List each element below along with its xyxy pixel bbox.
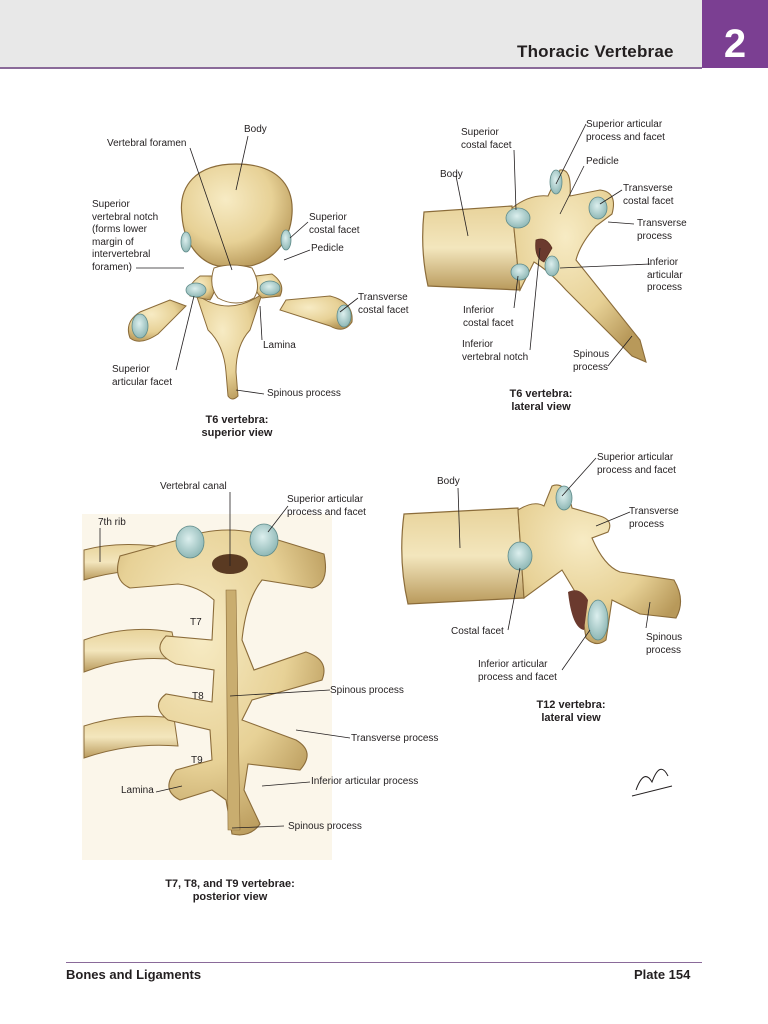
label-transverse-costal-facet: Transverse costal facet bbox=[358, 292, 409, 316]
label-inferior-costal-facet: Inferior costal facet bbox=[463, 305, 514, 329]
label-spinous-process: Spinous process bbox=[573, 349, 610, 373]
label-spinous-process-lower: Spinous process bbox=[288, 821, 362, 832]
label-spinous-process: Spinous process bbox=[267, 388, 341, 399]
t12-lateral-drawing bbox=[401, 484, 682, 645]
label-transverse-costal-facet: Transverse costal facet bbox=[623, 183, 674, 207]
t6-superior-drawing bbox=[127, 163, 353, 400]
label-body: Body bbox=[440, 169, 463, 180]
label-inferior-articular-process: Inferior articular process bbox=[311, 776, 419, 787]
caption-t12-lateral: T12 vertebra: lateral view bbox=[536, 699, 606, 724]
label-vertebral-canal: Vertebral canal bbox=[160, 481, 227, 492]
label-t7: T7 bbox=[190, 617, 202, 628]
footer-section: Bones and Ligaments bbox=[66, 967, 202, 982]
label-superior-costal-facet: Superior costal facet bbox=[461, 127, 512, 151]
label-transverse-process: Transverse process bbox=[637, 218, 687, 242]
label-7th-rib: 7th rib bbox=[98, 517, 126, 528]
footer-plate: Plate 154 bbox=[634, 967, 691, 982]
label-spinous-process: Spinous process bbox=[646, 632, 683, 656]
label-pedicle: Pedicle bbox=[586, 156, 619, 167]
chapter-number: 2 bbox=[702, 0, 768, 68]
t789-posterior-drawing bbox=[82, 514, 332, 860]
label-lamina: Lamina bbox=[263, 340, 296, 351]
label-inferior-articular-process: Inferior articular process bbox=[647, 257, 683, 293]
header-band bbox=[0, 0, 702, 68]
label-superior-costal-facet: Superior costal facet bbox=[309, 212, 360, 236]
label-superior-articular-process: Superior articular process and facet bbox=[586, 119, 665, 143]
label-transverse-process: Transverse process bbox=[629, 506, 679, 530]
label-spinous-process-upper: Spinous process bbox=[330, 685, 404, 696]
label-t8: T8 bbox=[192, 691, 204, 702]
header-rule bbox=[0, 67, 702, 69]
t6-lateral-drawing bbox=[422, 169, 647, 363]
label-superior-vertebral-notch: Superior vertebral notch (forms lower ma… bbox=[92, 199, 159, 273]
label-pedicle: Pedicle bbox=[311, 243, 344, 254]
label-transverse-process: Transverse process bbox=[351, 733, 439, 744]
artist-signature bbox=[631, 768, 673, 797]
leader-lines bbox=[99, 123, 651, 829]
label-body: Body bbox=[437, 476, 460, 487]
label-costal-facet: Costal facet bbox=[451, 626, 504, 637]
footer-rule bbox=[66, 962, 702, 963]
caption-t6-lateral: T6 vertebra: lateral view bbox=[509, 388, 573, 413]
label-superior-articular-process: Superior articular process and facet bbox=[287, 494, 366, 518]
caption-t789-posterior: T7, T8, and T9 vertebrae: posterior view bbox=[165, 878, 295, 903]
page-title: Thoracic Vertebrae bbox=[517, 42, 674, 61]
label-superior-articular-facet: Superior articular facet bbox=[112, 364, 173, 388]
label-inferior-articular-process: Inferior articular process and facet bbox=[478, 659, 557, 683]
label-superior-articular-process: Superior articular process and facet bbox=[597, 452, 676, 476]
label-body: Body bbox=[244, 124, 267, 135]
label-inferior-vertebral-notch: Inferior vertebral notch bbox=[462, 339, 529, 363]
label-vertebral-foramen: Vertebral foramen bbox=[107, 138, 187, 149]
label-lamina: Lamina bbox=[121, 785, 154, 796]
caption-t6-superior: T6 vertebra: superior view bbox=[201, 414, 273, 439]
label-t9: T9 bbox=[191, 755, 203, 766]
